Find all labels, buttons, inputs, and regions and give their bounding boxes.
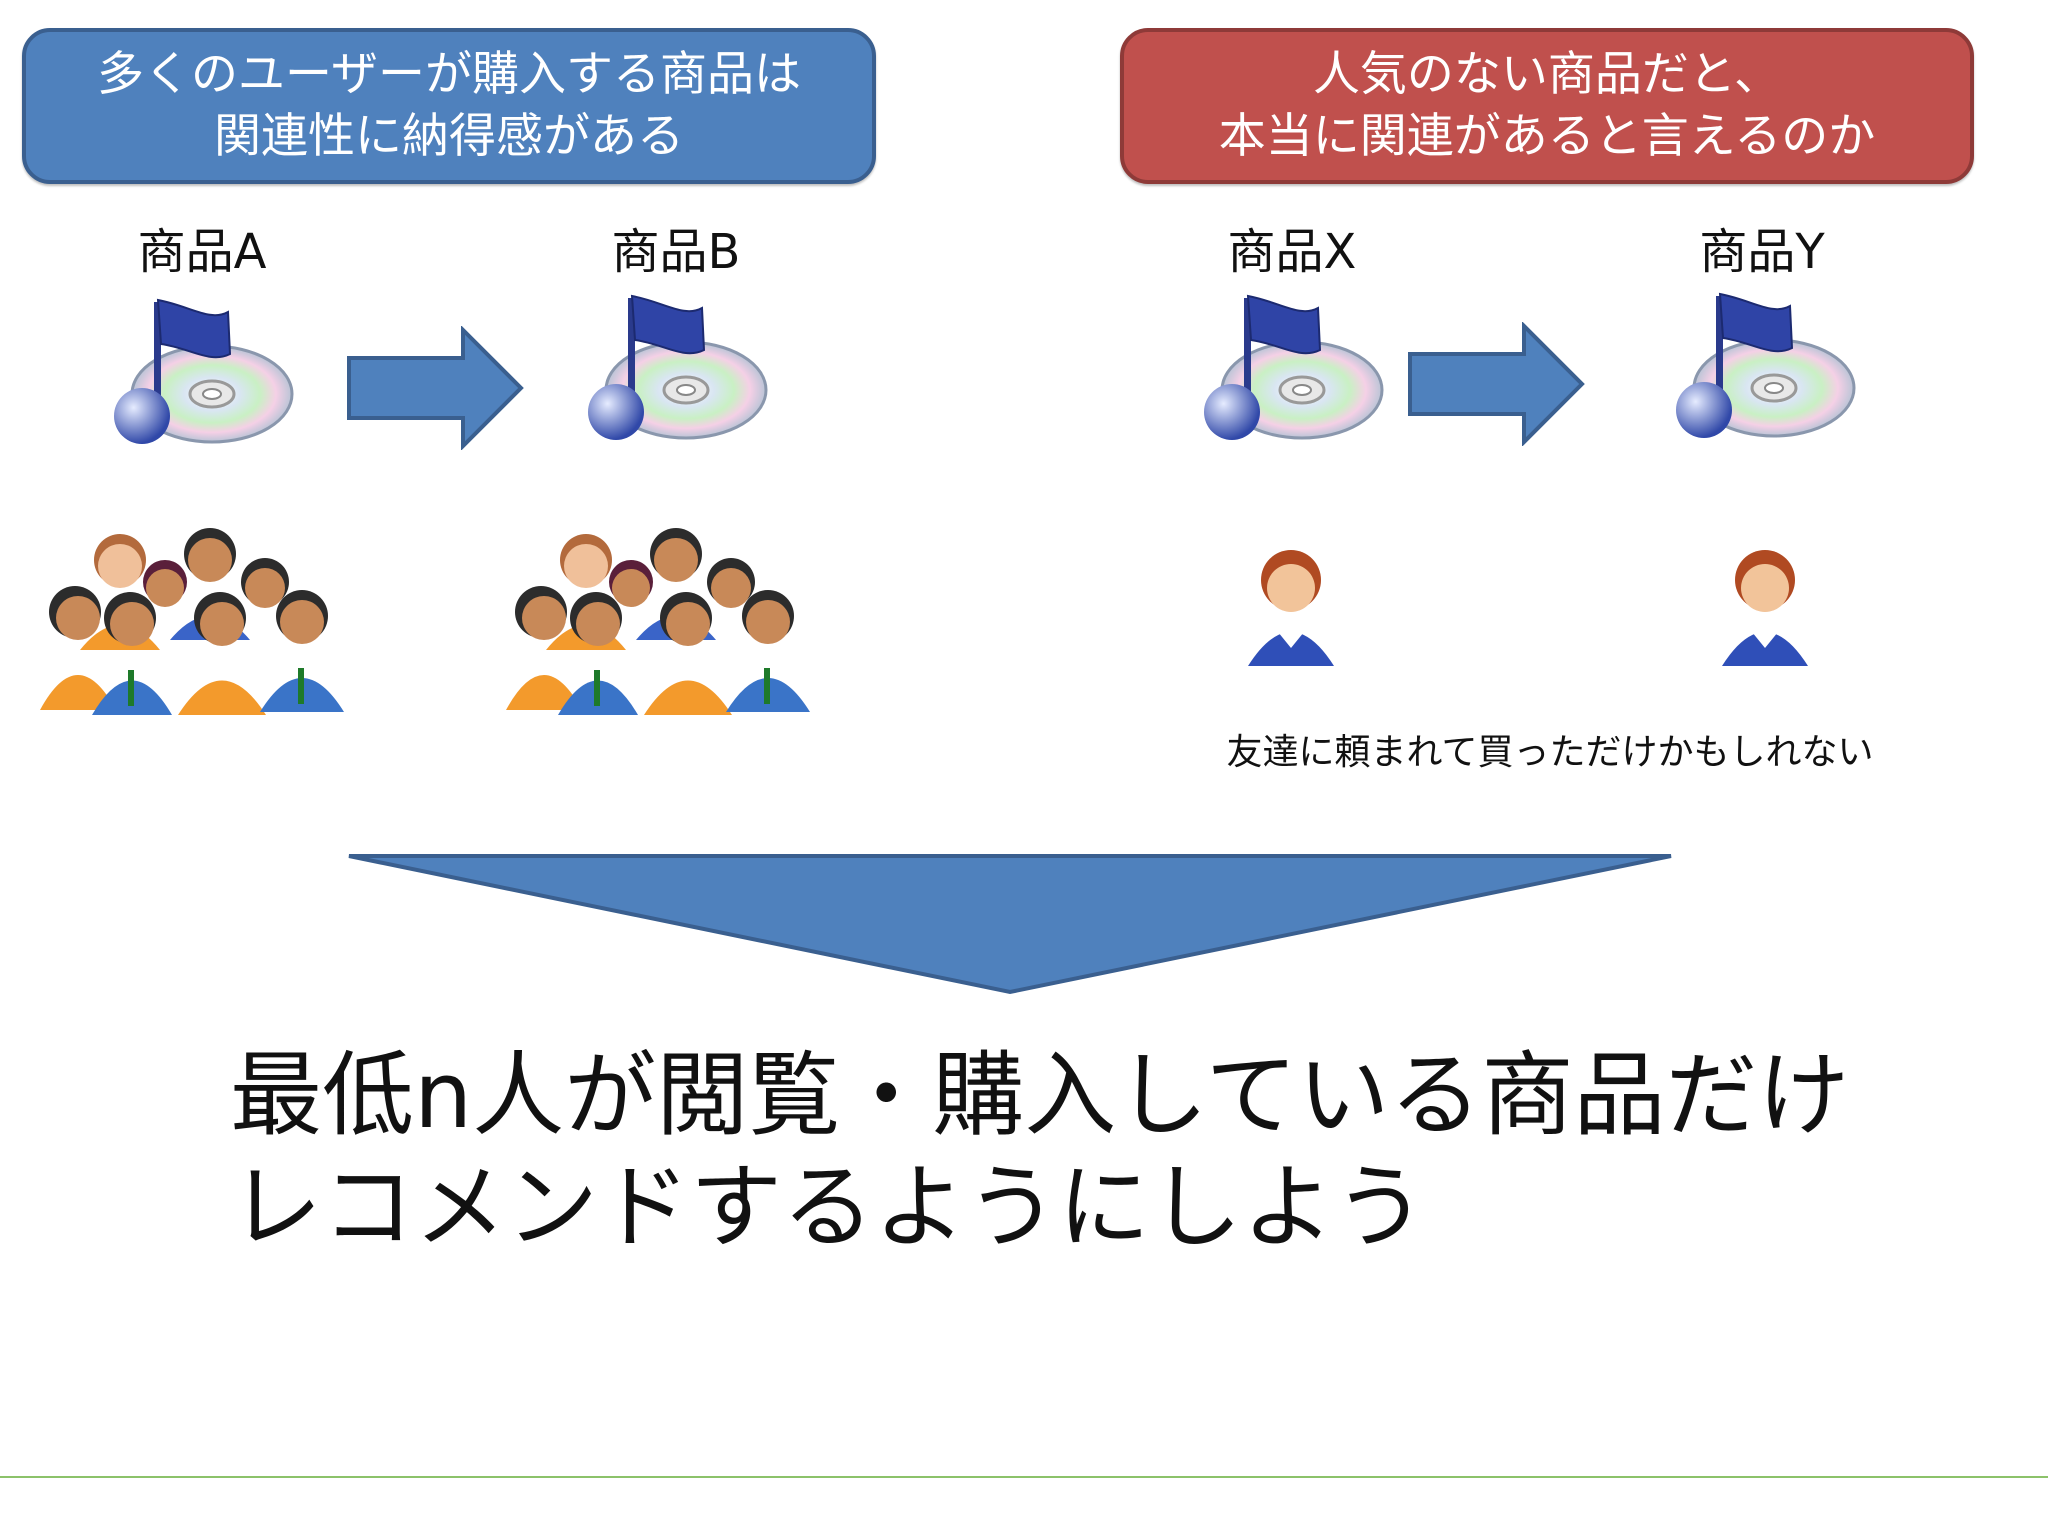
user-group-icon — [40, 520, 350, 724]
unpopular-box-line1: 人気のない商品だと、 — [1312, 47, 1782, 102]
product-x-label: 商品X — [1227, 224, 1357, 280]
footer-divider — [0, 1476, 2048, 1478]
single-user-icon — [1236, 540, 1346, 674]
music-cd-icon — [100, 292, 300, 466]
right-arrow — [1406, 321, 1586, 450]
product-a-label: 商品A — [137, 224, 267, 280]
conclusion-line2: レコメンドするようにしよう — [230, 1154, 1427, 1261]
product-b-label: 商品B — [611, 224, 741, 280]
user-group-icon — [506, 520, 816, 724]
down-arrow — [345, 850, 1675, 1004]
popular-box-line1: 多くのユーザーが購入する商品は — [96, 47, 802, 102]
music-cd-icon — [1190, 288, 1390, 462]
right-arrow — [345, 325, 525, 454]
music-cd-icon — [1662, 286, 1862, 460]
product-y-label: 商品Y — [1699, 224, 1825, 280]
conclusion-line1: 最低n人が閲覧・購入している商品だけ — [230, 1042, 1850, 1149]
friend-request-note: 友達に頼まれて買っただけかもしれない — [1226, 732, 1874, 773]
unpopular-products-box: 人気のない商品だと、 本当に関連があると言えるのか — [1120, 28, 1974, 184]
unpopular-box-line2: 本当に関連があると言えるのか — [1218, 109, 1876, 164]
popular-products-box: 多くのユーザーが購入する商品は 関連性に納得感がある — [22, 28, 876, 184]
single-user-icon — [1710, 540, 1820, 674]
music-cd-icon — [574, 288, 774, 462]
popular-box-line2: 関連性に納得感がある — [214, 109, 684, 164]
conclusion-text: 最低n人が閲覧・購入している商品だけ レコメンドするようにしよう — [230, 1040, 1930, 1264]
